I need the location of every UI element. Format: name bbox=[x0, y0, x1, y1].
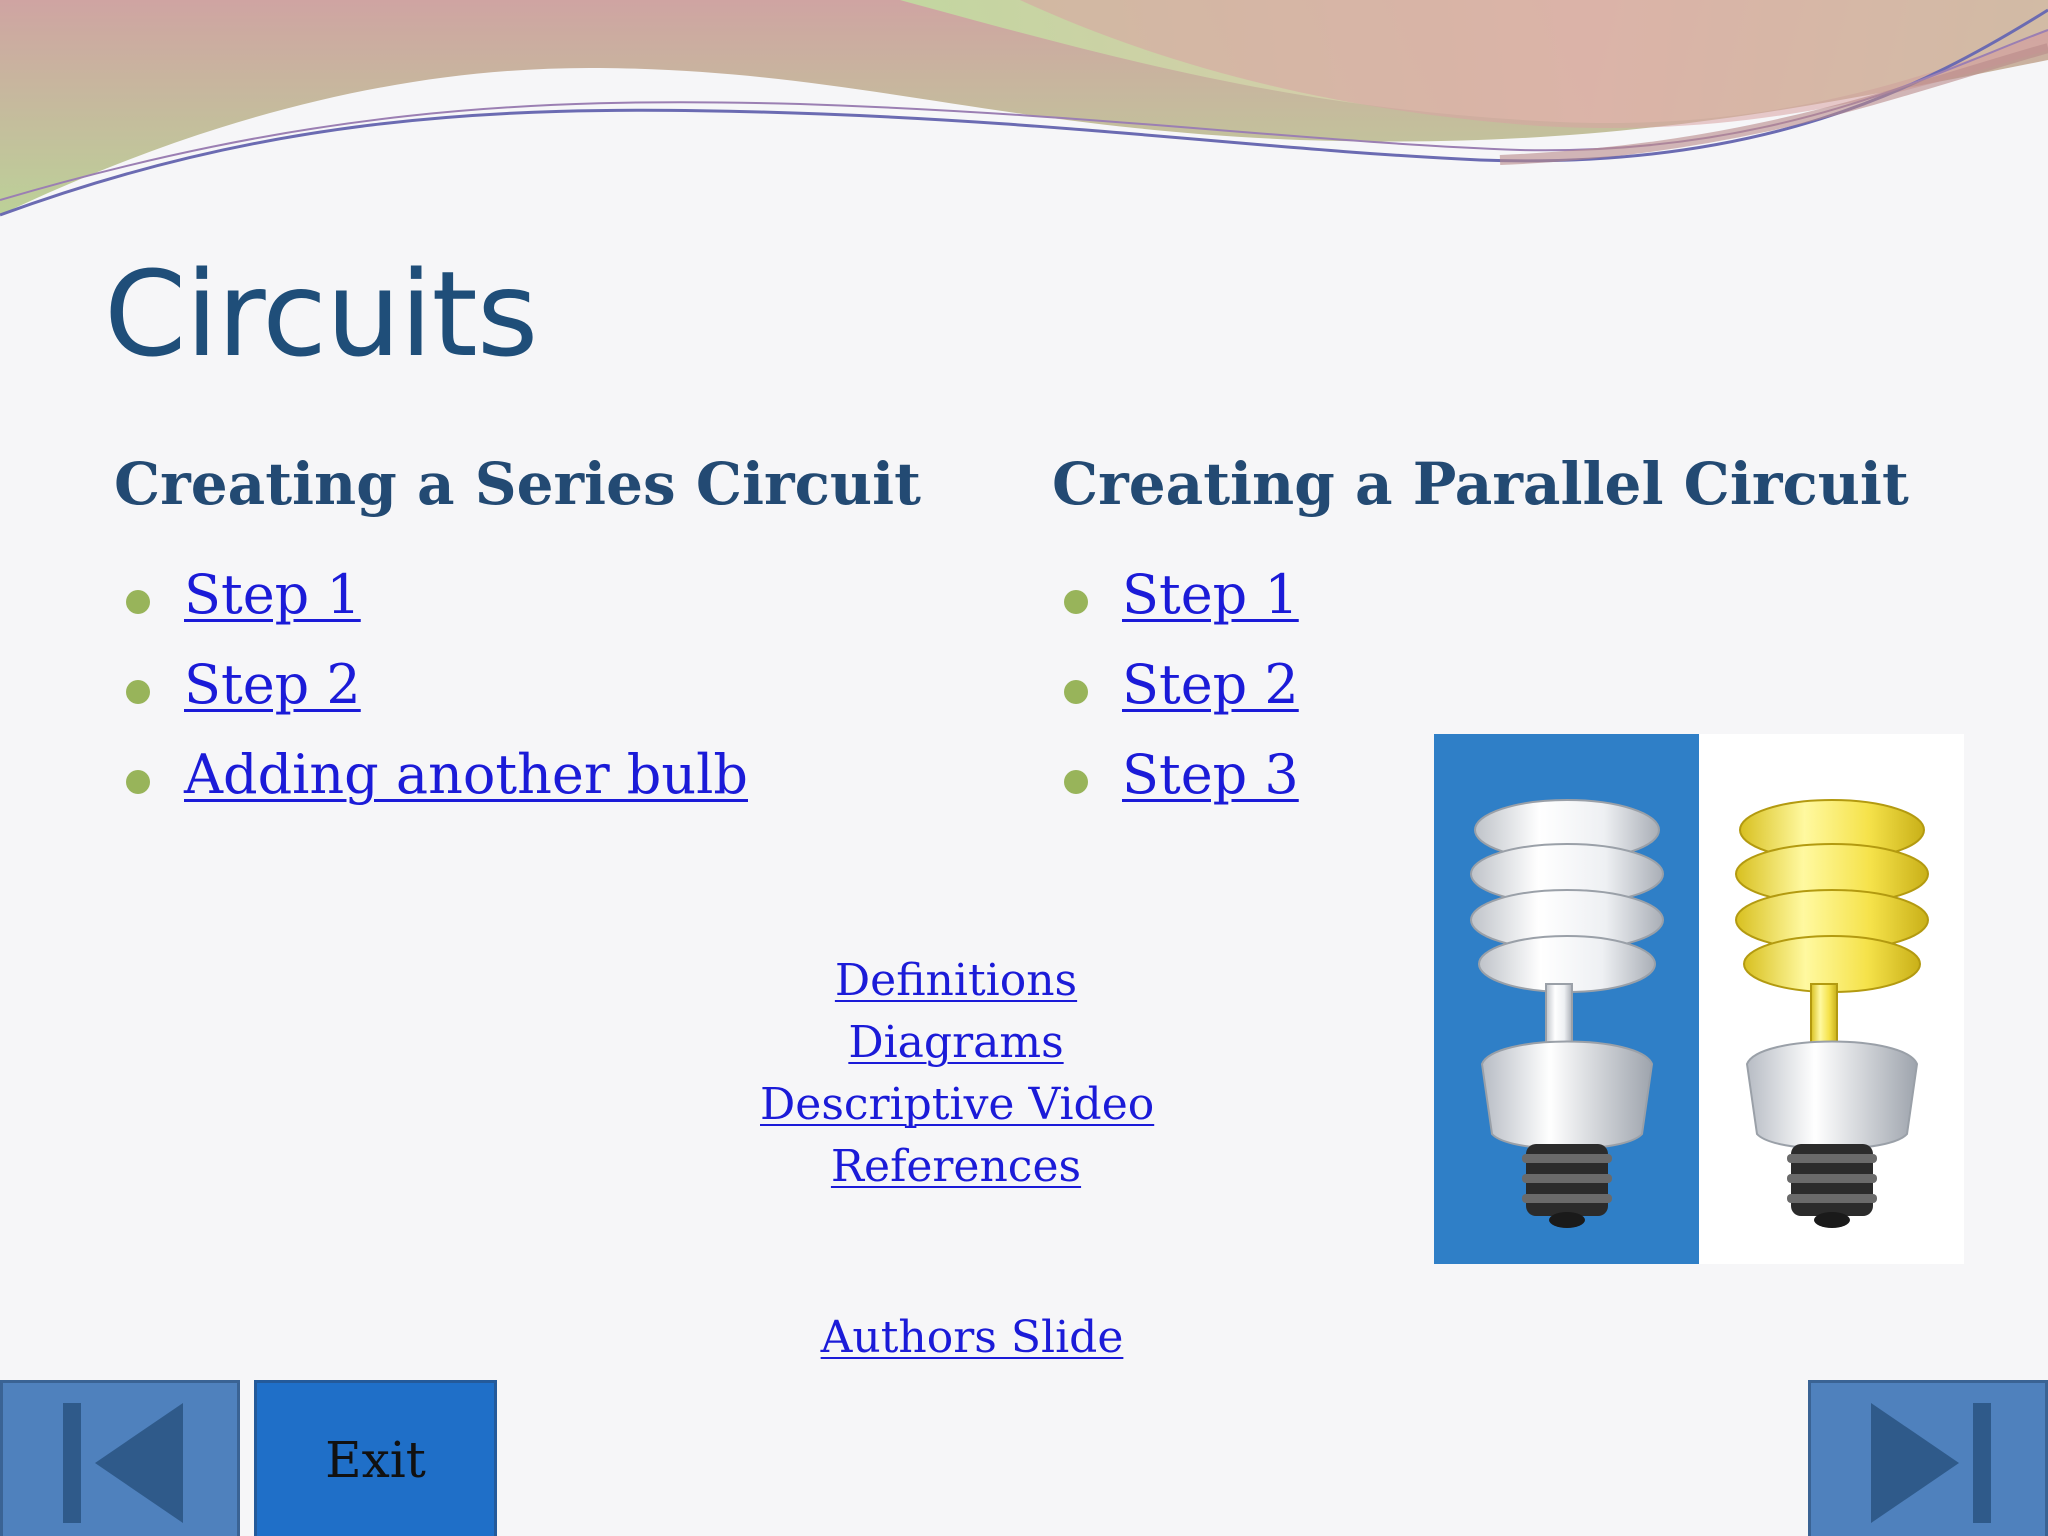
previous-slide-button[interactable] bbox=[0, 1380, 240, 1536]
series-step-2-link[interactable]: Step 2 bbox=[184, 653, 361, 716]
bullet-dot-icon bbox=[1064, 770, 1088, 794]
parallel-step-3-link[interactable]: Step 3 bbox=[1122, 743, 1299, 806]
series-step-1-link[interactable]: Step 1 bbox=[184, 563, 361, 626]
parallel-circuit-heading: Creating a Parallel Circuit bbox=[1052, 450, 1909, 518]
resource-links: Definitions Diagrams Descriptive Video R… bbox=[760, 950, 1155, 1198]
bullet-dot-icon bbox=[1064, 680, 1088, 704]
exit-button[interactable]: Exit bbox=[254, 1380, 497, 1536]
next-slide-icon bbox=[1871, 1403, 1991, 1523]
exit-button-label: Exit bbox=[325, 1431, 426, 1489]
previous-slide-icon bbox=[63, 1403, 183, 1523]
bullet-dot-icon bbox=[1064, 590, 1088, 614]
series-circuit-heading: Creating a Series Circuit bbox=[114, 450, 921, 518]
next-slide-button[interactable] bbox=[1808, 1380, 2048, 1536]
series-adding-bulb-link[interactable]: Adding another bulb bbox=[184, 743, 748, 806]
header-wave-decoration bbox=[0, 0, 2048, 217]
cfl-bulbs-image bbox=[1434, 734, 1964, 1264]
diagrams-link[interactable]: Diagrams bbox=[848, 1017, 1064, 1068]
descriptive-video-link[interactable]: Descriptive Video bbox=[760, 1079, 1155, 1130]
bullet-dot-icon bbox=[126, 680, 150, 704]
parallel-step-2-link[interactable]: Step 2 bbox=[1122, 653, 1299, 716]
definitions-link[interactable]: Definitions bbox=[834, 955, 1078, 1006]
parallel-step-1-link[interactable]: Step 1 bbox=[1122, 563, 1299, 626]
bullet-dot-icon bbox=[126, 770, 150, 794]
authors-slide-link[interactable]: Authors Slide bbox=[820, 1312, 1124, 1363]
references-link[interactable]: References bbox=[830, 1141, 1082, 1192]
slide-title: Circuits bbox=[104, 245, 538, 383]
bullet-dot-icon bbox=[126, 590, 150, 614]
